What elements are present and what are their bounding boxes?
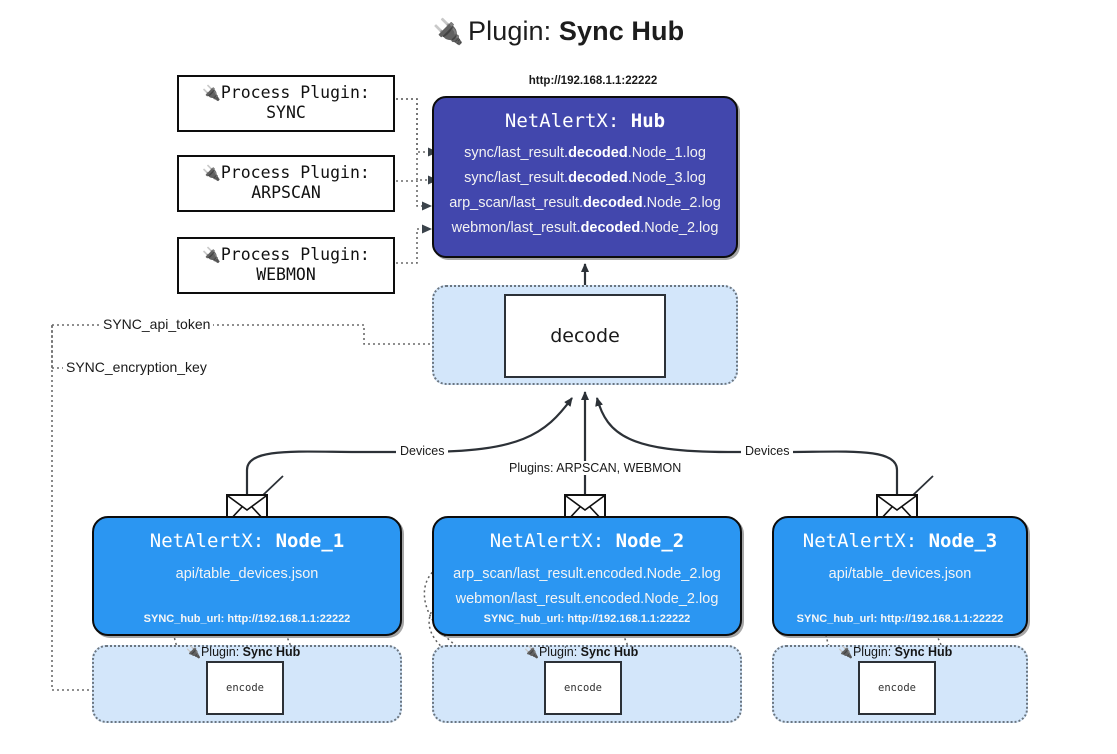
page-title: 🔌Plugin: Sync Hub (0, 16, 1117, 47)
hub-title: NetAlertX: Hub (504, 110, 666, 132)
node-title: NetAlertX: Node_3 (802, 530, 998, 552)
node-box-node-3[interactable]: NetAlertX: Node_3 api/table_devices.json… (772, 516, 1028, 636)
node-line: arp_scan/last_result.encoded.Node_2.log (453, 566, 721, 582)
hub-log-line: sync/last_result.decoded.Node_3.log (464, 169, 706, 186)
edge-label-plugins-center: Plugins: ARPSCAN, WEBMON (505, 461, 686, 475)
sync-api-token-label: SYNC_api_token (100, 316, 214, 332)
node-hub-url: SYNC_hub_url: http://192.168.1.1:22222 (796, 613, 1004, 625)
process-plugin-box-arpscan[interactable]: 🔌Process Plugin: ARPSCAN (177, 155, 395, 212)
process-plugin-name: WEBMON (256, 264, 316, 284)
encode-box-node-2[interactable]: encode (544, 661, 622, 715)
encode-box-node-1[interactable]: encode (206, 661, 284, 715)
process-plugin-line1: 🔌Process Plugin: (202, 245, 370, 264)
process-plugin-name: ARPSCAN (251, 182, 321, 202)
process-plugin-box-sync[interactable]: 🔌Process Plugin: SYNC (177, 75, 395, 132)
node-line-list: api/table_devices.json (774, 562, 1026, 587)
hub-log-list: sync/last_result.decoded.Node_1.log sync… (434, 141, 736, 241)
page-title-prefix: Plugin: (468, 16, 552, 46)
hub-url-label: http://192.168.1.1:22222 (528, 75, 658, 87)
plug-icon: 🔌 (432, 18, 465, 46)
sync-encryption-key-label: SYNC_encryption_key (63, 359, 210, 375)
node-hub-url: SYNC_hub_url: http://192.168.1.1:22222 (483, 613, 691, 625)
encode-caption-node-1: 🔌Plugin: Sync Hub (186, 645, 301, 659)
plug-icon: 🔌 (186, 645, 201, 659)
hub-log-line: sync/last_result.decoded.Node_1.log (464, 145, 706, 161)
node-line: api/table_devices.json (828, 566, 972, 582)
edge-label-devices-right: Devices (741, 444, 794, 458)
plug-icon: 🔌 (202, 84, 221, 102)
encode-box-node-3[interactable]: encode (858, 661, 936, 715)
hub-log-line: webmon/last_result.decoded.Node_2.log (451, 219, 719, 236)
process-plugin-name: SYNC (266, 102, 306, 122)
plug-icon: 🔌 (524, 645, 539, 659)
plug-icon: 🔌 (838, 645, 853, 659)
hub-node-box[interactable]: NetAlertX: Hub sync/last_result.decoded.… (432, 96, 738, 258)
hub-log-line: arp_scan/last_result.decoded.Node_2.log (449, 194, 721, 211)
encode-caption-node-2: 🔌Plugin: Sync Hub (524, 645, 639, 659)
edge-label-devices-left: Devices (396, 444, 449, 458)
decode-box[interactable]: decode (504, 294, 666, 378)
node-title: NetAlertX: Node_2 (489, 530, 685, 552)
process-plugin-box-webmon[interactable]: 🔌Process Plugin: WEBMON (177, 237, 395, 294)
page-title-name: Sync Hub (558, 16, 685, 46)
node-line-list: api/table_devices.json (94, 562, 400, 587)
node-line: api/table_devices.json (175, 566, 319, 582)
node-box-node-2[interactable]: NetAlertX: Node_2 arp_scan/last_result.e… (432, 516, 742, 636)
plug-icon: 🔌 (202, 164, 221, 182)
process-plugin-line1: 🔌Process Plugin: (202, 163, 370, 182)
node-title: NetAlertX: Node_1 (149, 530, 345, 552)
node-hub-url: SYNC_hub_url: http://192.168.1.1:22222 (143, 613, 351, 625)
encode-caption-node-3: 🔌Plugin: Sync Hub (838, 645, 953, 659)
process-plugin-line1: 🔌Process Plugin: (202, 83, 370, 102)
plug-icon: 🔌 (202, 246, 221, 264)
node-box-node-1[interactable]: NetAlertX: Node_1 api/table_devices.json… (92, 516, 402, 636)
node-line: webmon/last_result.encoded.Node_2.log (455, 591, 719, 608)
node-line-list: arp_scan/last_result.encoded.Node_2.log … (434, 562, 740, 613)
